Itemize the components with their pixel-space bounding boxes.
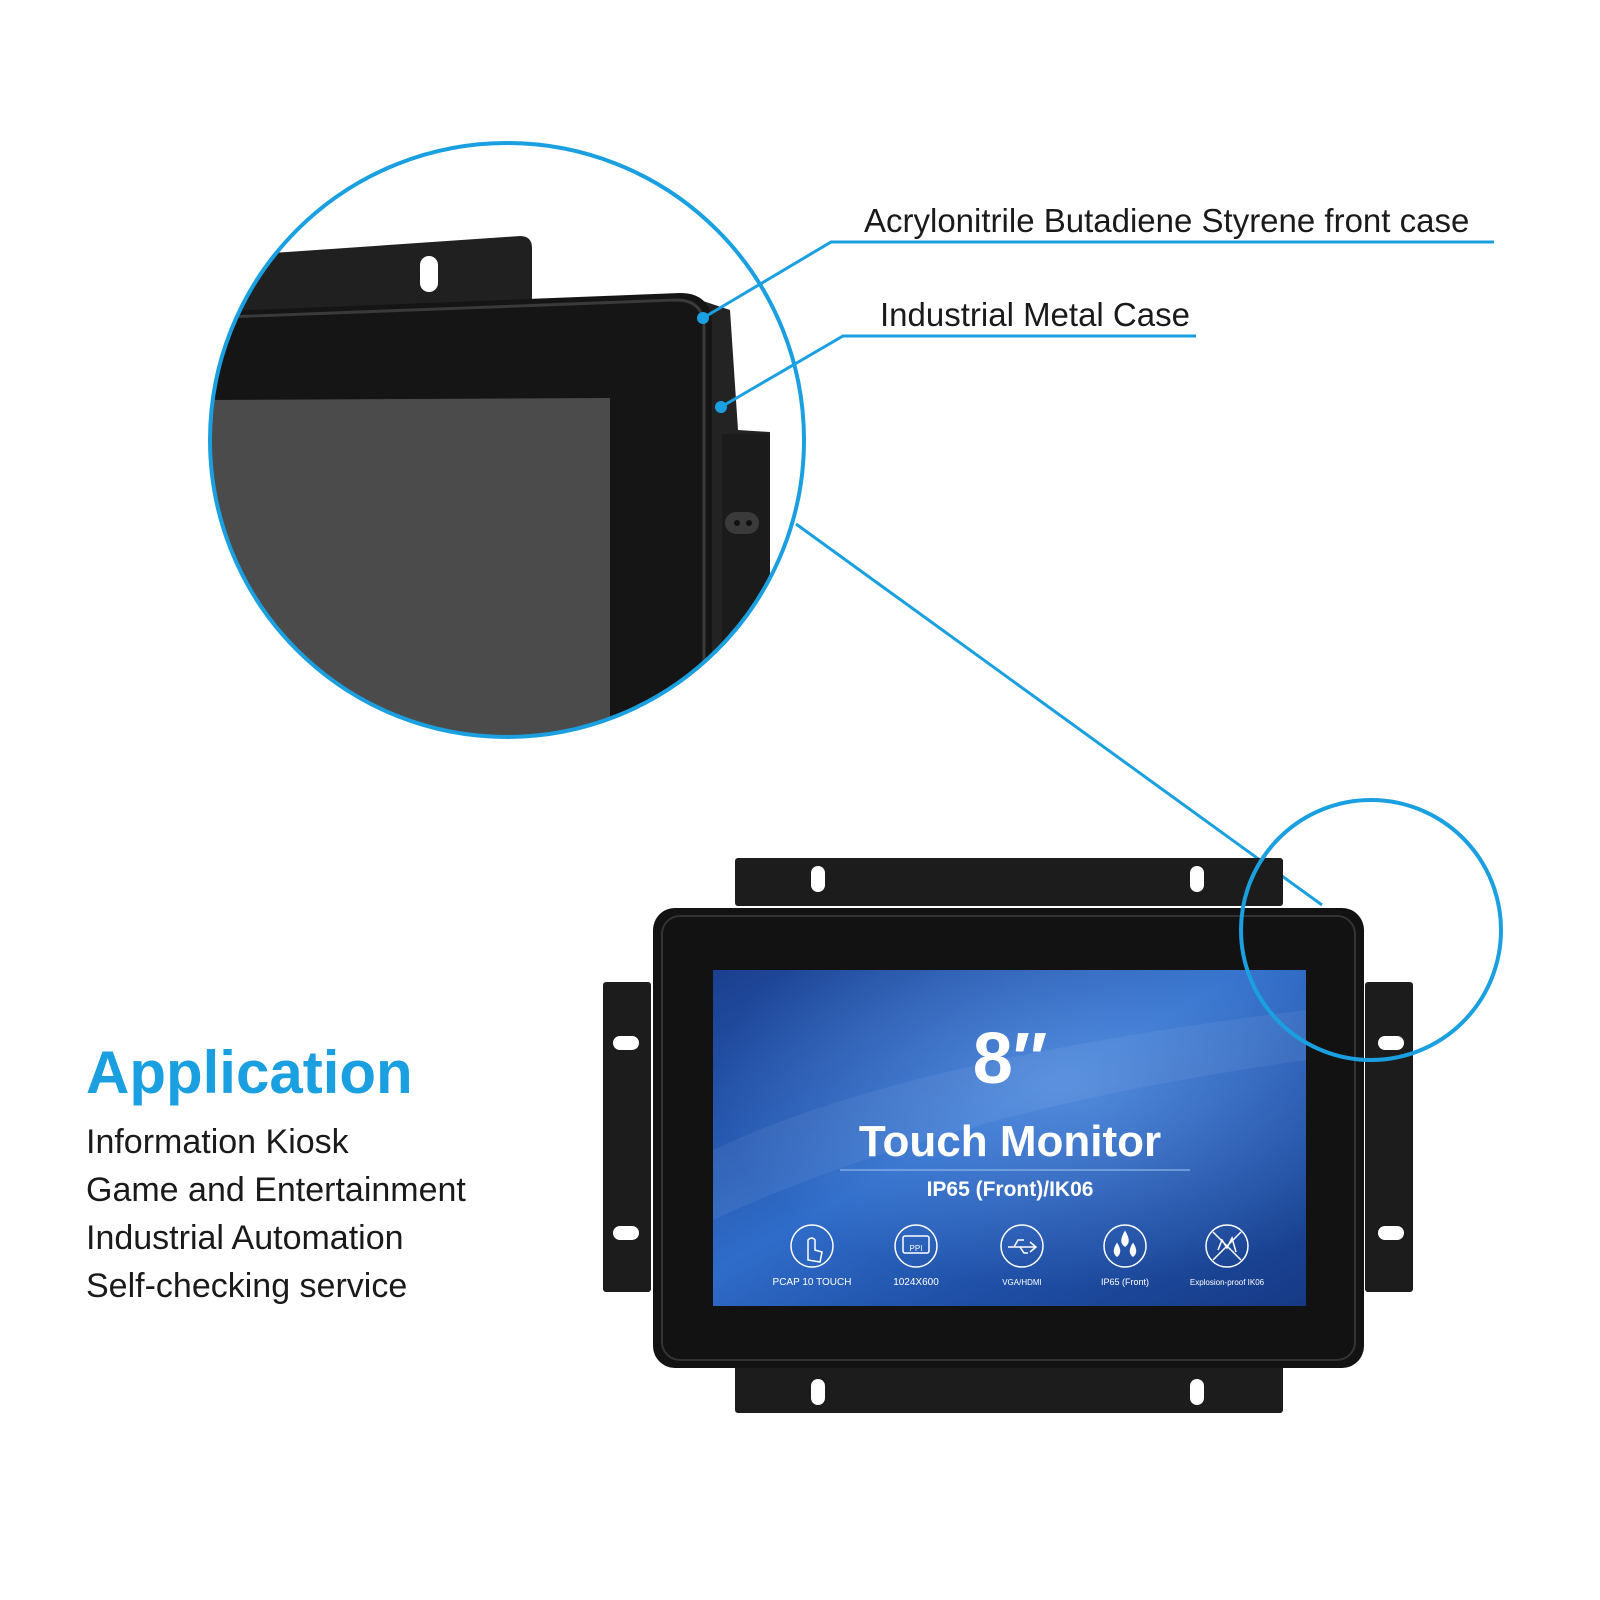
abs-case-label: Acrylonitrile Butadiene Styrene front ca… <box>864 202 1470 239</box>
metal-case-leader <box>720 334 1196 409</box>
screen-size-text: 8″ <box>973 1019 1048 1099</box>
ppi-icon <box>894 1224 938 1268</box>
feature-label: PCAP 10 TOUCH <box>773 1277 852 1288</box>
application-title: Application <box>86 1039 413 1106</box>
zoom-circle <box>208 141 806 739</box>
usb-icon <box>1000 1224 1044 1268</box>
application-item: Information Kiosk <box>86 1123 349 1161</box>
abs-case-leader <box>702 240 1494 320</box>
screen-title-text: Touch Monitor <box>859 1117 1161 1166</box>
feature-label: VGA/HDMI <box>1002 1278 1042 1287</box>
monitor: 8″ Touch Monitor IP65 (Front)/IK06 PPI P… <box>603 858 1413 1413</box>
application-list: Information Kiosk Game and Entertainment… <box>86 1118 466 1310</box>
feature-label: 1024X600 <box>893 1277 939 1288</box>
ppi-icon-text: PPI <box>910 1244 923 1253</box>
water-drops-icon <box>1103 1224 1147 1268</box>
screen-subtitle-text: IP65 (Front)/IK06 <box>927 1178 1094 1201</box>
feature-label: Explosion-proof IK06 <box>1190 1278 1265 1287</box>
feature-icons <box>790 1224 1249 1268</box>
zoom-detail <box>210 143 804 737</box>
metal-case-label: Industrial Metal Case <box>880 296 1190 333</box>
abs-case-dot <box>697 312 709 324</box>
application-item: Industrial Automation <box>86 1219 404 1257</box>
zoom-connector-line <box>795 522 1323 907</box>
highlight-circle <box>1239 798 1503 1062</box>
touch-icon-hand <box>807 1237 823 1263</box>
explosion-proof-icon <box>1205 1224 1249 1268</box>
application-item: Game and Entertainment <box>86 1171 466 1209</box>
application-item: Self-checking service <box>86 1267 408 1305</box>
feature-label: IP65 (Front) <box>1101 1277 1149 1287</box>
metal-case-dot <box>715 401 727 413</box>
touch-icon <box>790 1224 834 1268</box>
